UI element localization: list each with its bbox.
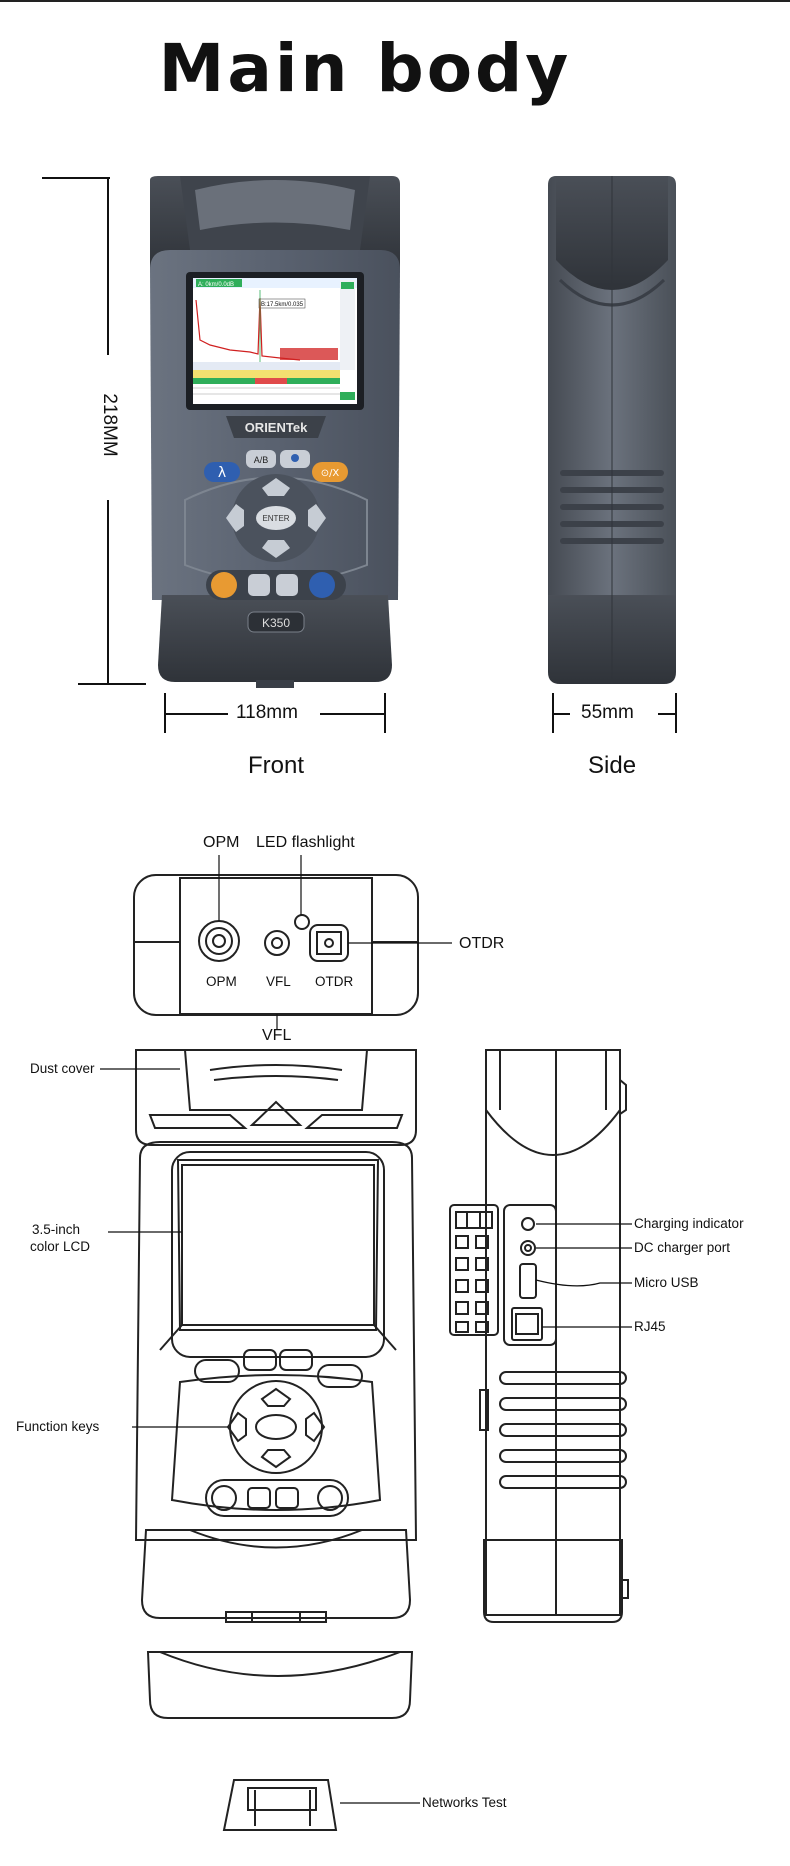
- height-label: 218MM: [98, 384, 120, 466]
- key-playx-front: ⊙/X: [321, 468, 340, 479]
- callout-charging-indicator: Charging indicator: [634, 1216, 744, 1231]
- depth-dimension: [552, 693, 677, 733]
- front-caption: Front: [248, 752, 305, 779]
- side-drawing: [449, 1049, 629, 1623]
- callout-lcd-line1: 3.5-inch: [32, 1222, 81, 1237]
- port-label-opm: OPM: [206, 974, 237, 989]
- key-ab-front: A/B: [254, 455, 269, 465]
- side-caption: Side: [588, 752, 637, 779]
- callout-opm: OPM: [203, 834, 240, 851]
- brand-logo: ORIENTek: [245, 420, 308, 435]
- callout-led-flashlight: LED flashlight: [256, 834, 355, 851]
- width-label: 118mm: [230, 702, 304, 724]
- depth-label: 55mm: [575, 702, 640, 724]
- callout-dust-cover: Dust cover: [30, 1061, 95, 1076]
- screen-cursor-b: B:17.5km/0.035: [261, 302, 304, 308]
- screen-cursor-a: A: 0km/0.0dB: [198, 282, 234, 288]
- callout-vfl: VFL: [262, 1027, 292, 1044]
- front-drawing: [134, 1049, 418, 1831]
- callout-function-keys: Function keys: [16, 1419, 100, 1434]
- callout-rj45: RJ45: [634, 1319, 666, 1334]
- model-label: K350: [262, 616, 290, 630]
- callout-networks-test: Networks Test: [422, 1795, 507, 1810]
- top-panel-drawing: [133, 874, 419, 1016]
- callout-lcd-line2: color LCD: [30, 1239, 91, 1254]
- callout-lines: [100, 855, 632, 1804]
- callout-dc-charger-port: DC charger port: [634, 1240, 731, 1255]
- product-photos: K350 A: 0km/0.0dB B:17.5km/0.035 ORIENTe…: [42, 176, 677, 733]
- top-rule: [0, 0, 790, 2]
- callout-micro-usb: Micro USB: [634, 1275, 699, 1290]
- width-dimension: [164, 693, 386, 733]
- side-device-photo: [548, 176, 676, 684]
- height-dimension: [42, 177, 146, 685]
- front-device-photo: K350 A: 0km/0.0dB B:17.5km/0.035 ORIENTe…: [150, 176, 400, 688]
- port-label-vfl: VFL: [266, 974, 291, 989]
- key-enter-front: ENTER: [262, 514, 289, 523]
- port-label-otdr: OTDR: [315, 974, 354, 989]
- key-lambda-front: λ: [218, 465, 226, 481]
- callout-otdr: OTDR: [459, 935, 505, 952]
- page-title: Main body: [158, 30, 572, 107]
